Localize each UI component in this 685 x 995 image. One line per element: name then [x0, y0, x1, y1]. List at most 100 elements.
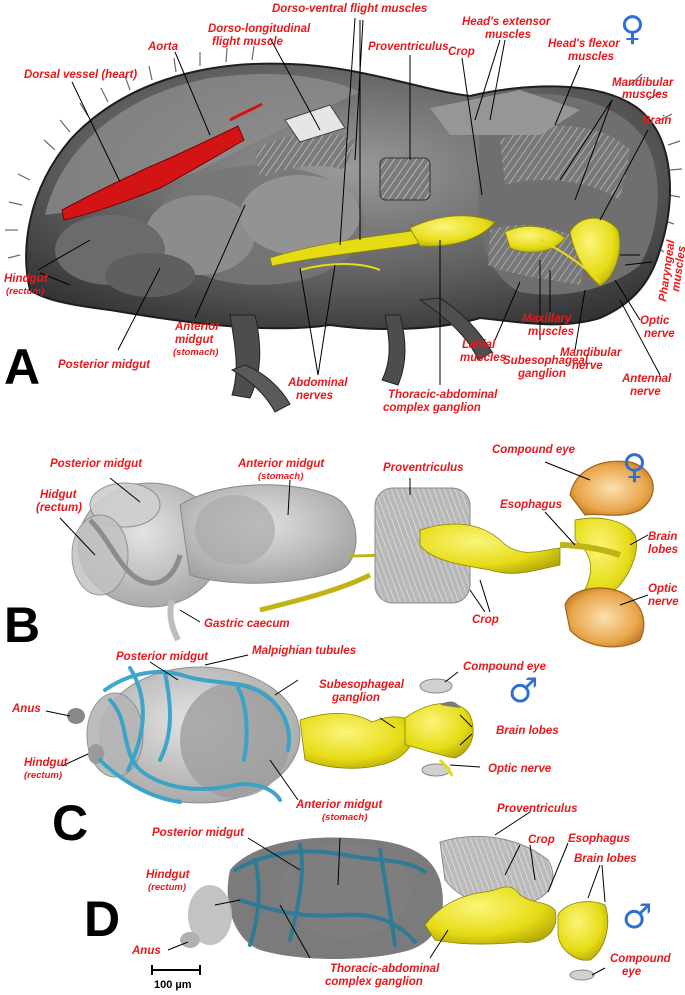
panel-c-leader-lines — [45, 654, 481, 801]
label-subesophageal-2: ganglion — [517, 368, 566, 380]
panel-a-leader-lines — [37, 17, 661, 385]
label-anterior-midgut-b-2: (stomach) — [258, 471, 303, 482]
label-dorsal-vessel: Dorsal vessel (heart) — [24, 69, 137, 81]
label-anus-d: Anus — [131, 945, 161, 957]
label-abdominal-nerves-2: nerves — [296, 390, 333, 402]
label-optic-nerve-c: Optic nerve — [488, 763, 552, 775]
panel-a: Dorsal vessel (heart) Aorta Dorso-longit… — [4, 3, 685, 414]
label-optic-nerve-2: nerve — [644, 328, 675, 340]
label-antennal-nerve-1: Antennal — [621, 373, 672, 385]
label-mandibular-nerve-1: Mandibular — [560, 347, 622, 359]
label-compound-eye-d-1: Compound — [610, 953, 672, 965]
label-subesophageal-1: Subesophageal — [503, 355, 589, 367]
label-brain-lobes-c: Brain lobes — [496, 725, 559, 737]
panel-letter-c: C — [52, 795, 88, 851]
panel-b-leader-lines — [59, 461, 649, 623]
label-optic-nerve-1: Optic — [640, 315, 670, 327]
label-crop-d: Crop — [528, 834, 555, 846]
label-hindgut-a-1: Hindgut — [4, 273, 49, 285]
label-hindgut-d-2: (rectum) — [148, 882, 186, 893]
male-symbol-c: ♂ — [508, 671, 538, 711]
label-heads-extensor-2: muscles — [485, 29, 531, 41]
label-maxillary-2: muscles — [528, 326, 574, 338]
label-esophagus-b: Esophagus — [500, 499, 562, 511]
label-heads-flexor-1: Head's flexor — [548, 38, 620, 50]
label-heads-extensor-1: Head's extensor — [462, 16, 551, 28]
label-maxillary-1: Maxillary — [522, 313, 572, 325]
label-compound-eye-b: Compound eye — [492, 444, 576, 456]
label-dorso-ventral: Dorso-ventral flight muscles — [272, 3, 427, 15]
scale-bar-label: 100 µm — [154, 979, 192, 991]
label-optic-nerve-b-2: nerve — [648, 596, 679, 608]
panel-a-beetle-image — [5, 45, 683, 413]
panel-d: Posterior midgut Proventriculus Crop Eso… — [84, 803, 672, 991]
label-posterior-midgut-a: Posterior midgut — [58, 359, 151, 371]
label-posterior-midgut-d: Posterior midgut — [152, 827, 245, 839]
panel-b-image — [71, 460, 654, 648]
panel-b-labels: Posterior midgut Hidgut (rectum) Anterio… — [36, 444, 679, 630]
label-antennal-nerve-2: nerve — [630, 386, 661, 398]
panel-d-image — [180, 836, 609, 981]
label-brain-lobes-d: Brain lobes — [574, 853, 637, 865]
label-compound-eye-c: Compound eye — [463, 661, 547, 673]
label-posterior-midgut-b: Posterior midgut — [50, 458, 143, 470]
label-proventriculus-a: Proventriculus — [368, 41, 449, 53]
label-posterior-midgut-c: Posterior midgut — [116, 651, 209, 663]
label-thoracic-abdominal-d-2: complex ganglion — [325, 976, 423, 988]
panel-c-image — [67, 666, 474, 804]
label-gastric-caecum: Gastric caecum — [204, 618, 290, 630]
label-malpighian-tubules: Malpighian tubules — [252, 645, 356, 657]
label-crop-a: Crop — [448, 46, 475, 58]
label-anterior-midgut-a-3: (stomach) — [173, 347, 218, 358]
panel-c: Posterior midgut Malpighian tubules Comp… — [11, 645, 559, 851]
label-abdominal-nerves-1: Abdominal — [287, 377, 348, 389]
label-hidgut-b-1: Hidgut — [40, 489, 78, 501]
label-esophagus-d: Esophagus — [568, 833, 630, 845]
label-dorso-longitudinal-1: Dorso-longitudinal — [208, 23, 311, 35]
label-thoracic-abdominal-2: complex ganglion — [383, 402, 481, 414]
panel-letter-b: B — [4, 597, 40, 653]
panel-d-labels: Posterior midgut Proventriculus Crop Eso… — [131, 803, 672, 988]
label-hindgut-a-2: (rectum) — [6, 286, 44, 297]
label-anterior-midgut-c-2: (stomach) — [322, 812, 367, 823]
label-aorta: Aorta — [147, 41, 179, 53]
female-symbol-a: ♀ — [620, 9, 645, 49]
label-thoracic-abdominal-1: Thoracic-abdominal — [388, 389, 498, 401]
label-anterior-midgut-c-1: Anterior midgut — [295, 799, 383, 811]
panel-b: Posterior midgut Hidgut (rectum) Anterio… — [4, 444, 679, 653]
label-anterior-midgut-a-2: midgut — [175, 334, 214, 346]
label-anus-c: Anus — [11, 703, 41, 715]
scale-bar: 100 µm — [151, 965, 201, 991]
label-brain: Brain — [642, 115, 671, 127]
label-crop-b: Crop — [472, 614, 499, 626]
label-optic-nerve-b-1: Optic — [648, 583, 678, 595]
label-anterior-midgut-b-1: Anterior midgut — [237, 458, 325, 470]
female-symbol-b: ♀ — [622, 447, 647, 487]
label-mandibular-muscles-1: Mandibular — [612, 77, 674, 89]
panel-c-labels: Posterior midgut Malpighian tubules Comp… — [11, 645, 559, 823]
panel-d-leader-lines — [167, 811, 606, 976]
label-subesophageal-c-1: Subesophageal — [319, 679, 405, 691]
label-brain-lobes-b-2: lobes — [648, 544, 678, 556]
label-hindgut-c-1: Hindgut — [24, 757, 69, 769]
label-mandibular-nerve-2: nerve — [572, 360, 603, 372]
label-anterior-midgut-a-1: Anterior — [174, 321, 220, 333]
panel-letter-a: A — [4, 339, 40, 395]
label-brain-lobes-b-1: Brain — [648, 531, 677, 543]
label-labial-2: muscles — [460, 352, 506, 364]
label-thoracic-abdominal-d-1: Thoracic-abdominal — [330, 963, 440, 975]
label-hindgut-d-1: Hindgut — [146, 869, 191, 881]
male-symbol-d: ♂ — [622, 897, 652, 937]
label-heads-flexor-2: muscles — [568, 51, 614, 63]
panel-letter-d: D — [84, 891, 120, 947]
label-dorso-longitudinal-2: flight muscle — [212, 36, 284, 48]
panel-a-labels: Dorsal vessel (heart) Aorta Dorso-longit… — [4, 3, 685, 414]
label-hindgut-c-2: (rectum) — [24, 770, 62, 781]
label-hidgut-b-2: (rectum) — [36, 502, 82, 514]
label-compound-eye-d-2: eye — [622, 966, 642, 978]
label-subesophageal-c-2: ganglion — [331, 692, 380, 704]
label-proventriculus-d: Proventriculus — [497, 803, 578, 815]
label-mandibular-muscles-2: muscles — [622, 89, 668, 101]
label-labial-1: Labial — [462, 339, 496, 351]
